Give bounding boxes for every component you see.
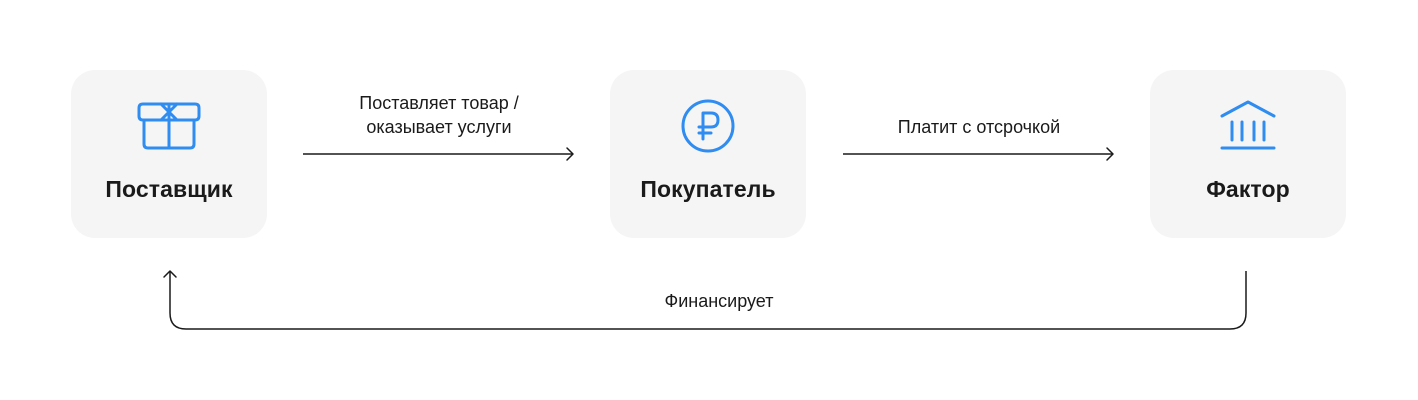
arrow-supplier-to-buyer [303, 147, 574, 161]
edge-label-finance: Финансирует [664, 291, 774, 311]
bank-icon [1150, 98, 1346, 154]
box-icon [71, 98, 267, 154]
arrow-buyer-to-factor [843, 147, 1114, 161]
node-buyer: Покупатель [610, 70, 806, 238]
ruble-icon [610, 98, 806, 154]
node-supplier: Поставщик [71, 70, 267, 238]
arrow-factor-to-supplier [163, 270, 1247, 330]
node-title: Покупатель [640, 176, 776, 202]
edge-label-line: Поставляет товар / [359, 93, 519, 113]
node-title: Поставщик [105, 176, 233, 202]
edge-label-line: оказывает услуги [366, 117, 512, 137]
edge-label-supply: Поставляет товар / оказывает услуги [303, 91, 575, 139]
node-factor: Фактор [1150, 70, 1346, 238]
node-title: Фактор [1206, 176, 1290, 202]
edge-label-pay: Платит с отсрочкой [897, 117, 1061, 137]
